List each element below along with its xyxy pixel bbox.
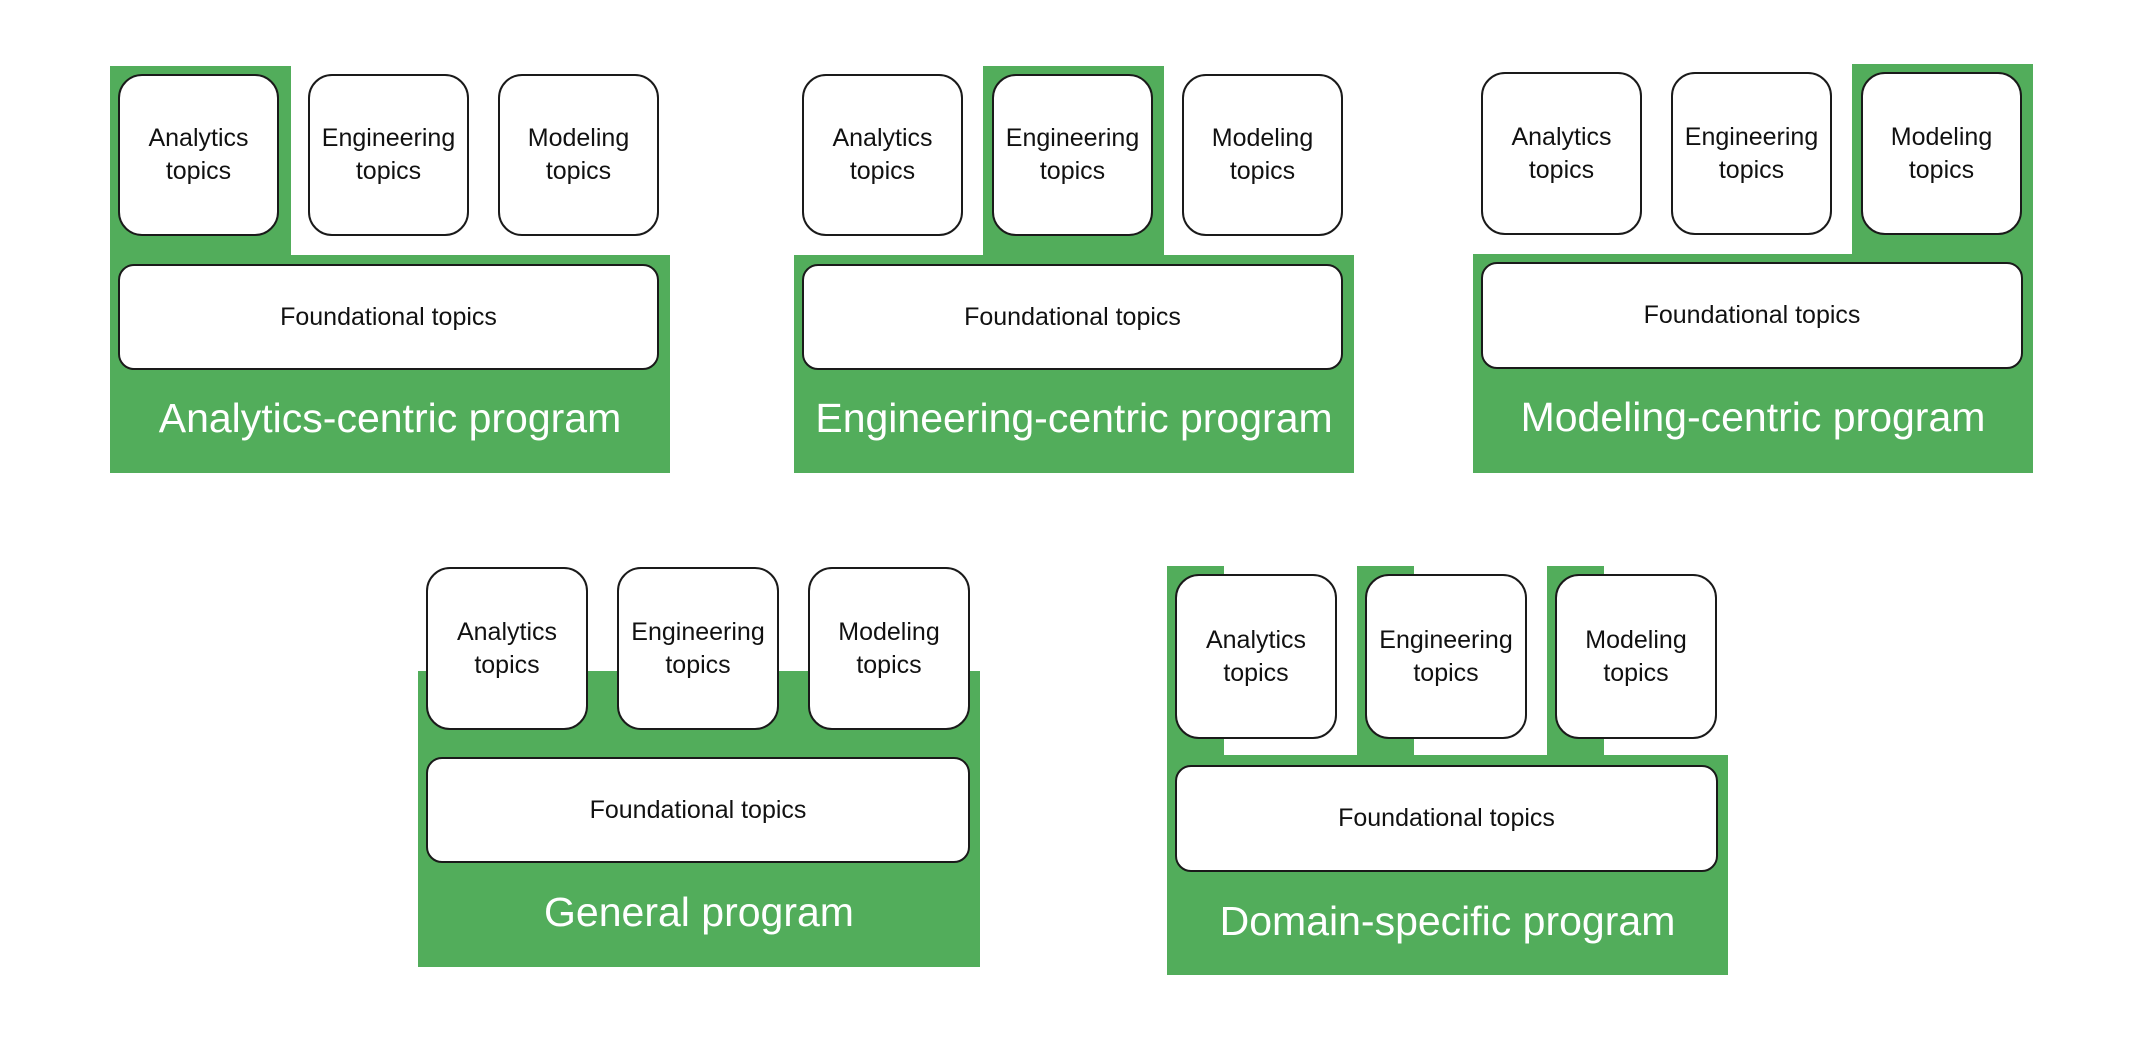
foundational-topics-box: Foundational topics xyxy=(118,264,659,370)
foundational-topics-box: Foundational topics xyxy=(426,757,970,863)
engineering-topics-box: Engineering topics xyxy=(1365,574,1527,739)
analytics-topics-box: Analytics topics xyxy=(802,74,963,236)
analytics-topics-box: Analytics topics xyxy=(426,567,588,730)
foundational-topics-box: Foundational topics xyxy=(1175,765,1718,872)
program-title: General program xyxy=(544,888,854,935)
program-title: Domain-specific program xyxy=(1219,897,1676,944)
modeling-topics-box: Modeling topics xyxy=(1182,74,1343,236)
engineering-topics-box: Engineering topics xyxy=(617,567,779,730)
engineering-topics-box: Engineering topics xyxy=(308,74,469,236)
program-title: Modeling-centric program xyxy=(1520,393,1986,440)
modeling-topics-box: Modeling topics xyxy=(1555,574,1717,739)
foundational-topics-box: Foundational topics xyxy=(802,264,1343,370)
foundational-topics-box: Foundational topics xyxy=(1481,262,2023,369)
modeling-topics-box: Modeling topics xyxy=(498,74,659,236)
analytics-topics-box: Analytics topics xyxy=(1175,574,1337,739)
modeling-topics-box: Modeling topics xyxy=(1861,72,2022,235)
program-title: Analytics-centric program xyxy=(158,394,622,441)
modeling-topics-box: Modeling topics xyxy=(808,567,970,730)
engineering-topics-box: Engineering topics xyxy=(992,74,1153,236)
program-title: Engineering-centric program xyxy=(815,394,1333,441)
analytics-topics-box: Analytics topics xyxy=(118,74,279,236)
analytics-topics-box: Analytics topics xyxy=(1481,72,1642,235)
engineering-topics-box: Engineering topics xyxy=(1671,72,1832,235)
